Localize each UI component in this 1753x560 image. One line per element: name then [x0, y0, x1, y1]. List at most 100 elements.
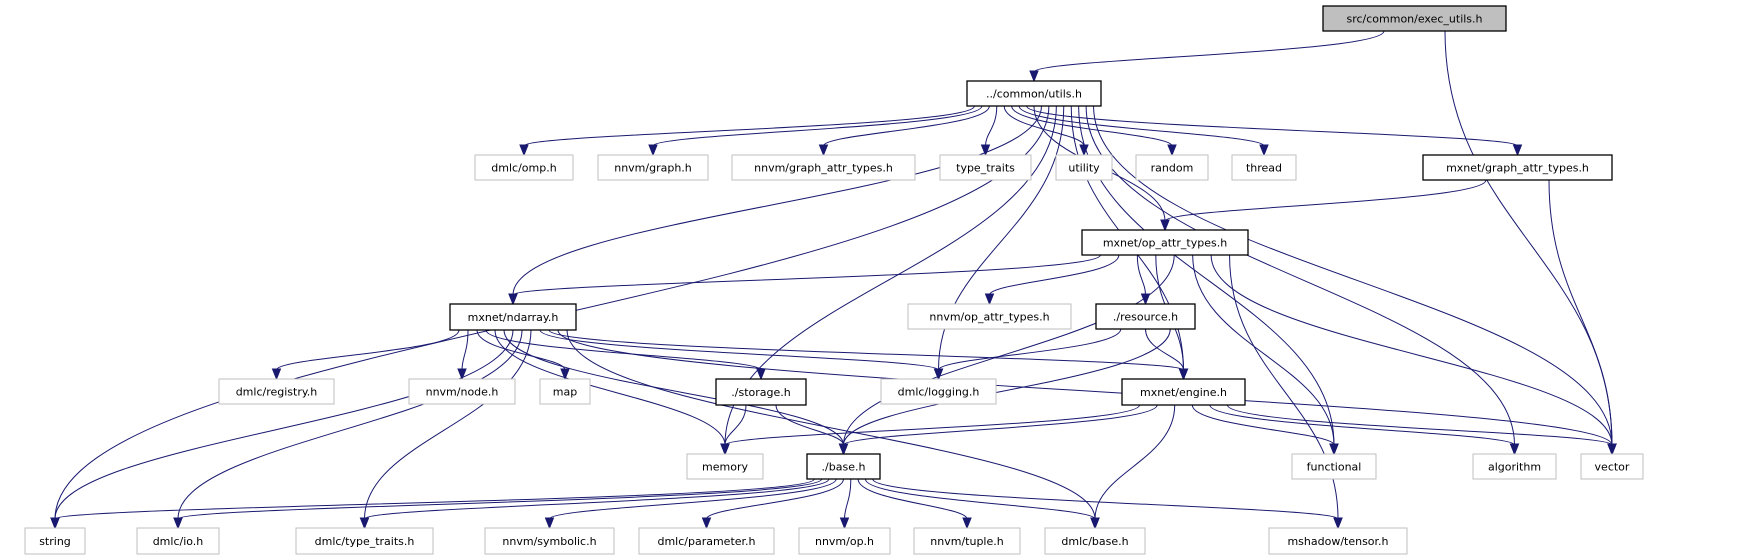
node-map: map [539, 378, 591, 405]
node-label: functional [1307, 461, 1362, 474]
node-string: string [24, 527, 86, 555]
node-dmlc_io: dmlc/io.h [136, 527, 220, 555]
edge-engine-to-functional [1191, 404, 1339, 456]
edge-op_attr-to-tensor [1229, 254, 1343, 530]
arrowhead-icon [720, 443, 730, 456]
node-label: mxnet/graph_attr_types.h [1446, 162, 1589, 175]
arrowhead-icon [962, 517, 972, 530]
node-thread: thread [1231, 154, 1297, 181]
node-label: dmlc/parameter.h [657, 535, 755, 548]
node-label: nnvm/graph_attr_types.h [754, 162, 893, 175]
node-label: dmlc/logging.h [898, 386, 980, 399]
arrowhead-icon [838, 443, 849, 456]
edge-resource-to-logging [933, 328, 1122, 381]
node-label: nnvm/graph.h [614, 162, 692, 175]
node-label: algorithm [1488, 461, 1541, 474]
node-label: dmlc/io.h [153, 535, 204, 548]
edge-resource-to-engine [1145, 328, 1189, 381]
edge-mx_graph_attr-to-vector [1548, 179, 1617, 456]
edge-ndarray-to-storage [485, 329, 766, 381]
arrowhead-icon [1178, 368, 1189, 381]
node-base[interactable]: ./base.h [806, 453, 881, 480]
node-label: mshadow/tensor.h [1287, 535, 1388, 548]
node-label: ./resource.h [1113, 311, 1178, 324]
edge-ndarray-to-node [457, 329, 469, 381]
nodes: src/common/exec_utils.h ../common/utils.h… [24, 5, 1644, 555]
node-label: nnvm/tuple.h [930, 535, 1003, 548]
arrowhead-icon [839, 517, 850, 530]
node-dmlc_tt: dmlc/type_traits.h [295, 527, 434, 555]
edge-engine-to-vector [1226, 404, 1617, 456]
edge-engine-to-algorithm [1209, 404, 1520, 456]
node-utils[interactable]: ../common/utils.h [966, 80, 1102, 107]
arrowhead-icon [701, 517, 712, 530]
edge-base-to-string [50, 478, 815, 530]
node-tuple: nnvm/tuple.h [913, 527, 1021, 555]
arrowhead-icon [818, 144, 829, 157]
node-symbolic: nnvm/symbolic.h [484, 527, 615, 555]
node-nnvm_op_attr: nnvm/op_attr_types.h [907, 303, 1072, 330]
node-label: nnvm/symbolic.h [502, 535, 596, 548]
node-label: memory [702, 461, 748, 474]
node-label: ../common/utils.h [986, 88, 1082, 101]
arrowhead-icon [271, 368, 282, 381]
node-label: random [1151, 162, 1194, 175]
edge-ndarray-to-dmlc_base [566, 329, 1100, 530]
edge-base-to-parameter [701, 478, 844, 530]
edge-utils-to-mx_graph_attr [1026, 105, 1523, 157]
arrowhead-icon [359, 517, 370, 530]
arrowhead-icon [756, 368, 766, 381]
node-tensor: mshadow/tensor.h [1268, 527, 1408, 555]
edge-op_attr-to-ndarray [508, 254, 1101, 306]
node-label: vector [1595, 461, 1630, 474]
edge-utils-to-thread [1018, 105, 1269, 157]
arrowhead-icon [173, 517, 183, 530]
arrowhead-icon [1333, 517, 1343, 530]
arrowhead-icon [933, 368, 944, 381]
node-dmlc_base: dmlc/base.h [1044, 527, 1146, 555]
node-node: nnvm/node.h [408, 378, 516, 405]
edge-base-to-tensor [872, 478, 1343, 530]
edge-utils-to-type_traits [980, 105, 998, 157]
node-parameter: dmlc/parameter.h [638, 527, 775, 555]
node-label: dmlc/base.h [1061, 535, 1128, 548]
node-registry: dmlc/registry.h [218, 378, 335, 405]
node-label: ./storage.h [731, 386, 790, 399]
arrowhead-icon [1607, 443, 1617, 456]
node-label: thread [1246, 162, 1282, 175]
edges [50, 30, 1617, 530]
node-engine[interactable]: mxnet/engine.h [1121, 378, 1246, 406]
edge-op_attr-to-nnvm_op_attr [984, 254, 1120, 306]
edge-mx_graph_attr-to-op_attr [1160, 179, 1487, 232]
arrowhead-icon [457, 368, 467, 381]
node-utility: utility [1055, 154, 1113, 181]
node-mx_graph_attr[interactable]: mxnet/graph_attr_types.h [1422, 154, 1613, 181]
edge-engine-to-dmlc_base [1090, 404, 1176, 530]
node-label: dmlc/omp.h [491, 162, 556, 175]
arrowhead-icon [1509, 443, 1520, 456]
node-label: dmlc/registry.h [236, 386, 318, 399]
arrowhead-icon [560, 368, 570, 381]
edge-ndarray-to-memory [494, 329, 730, 456]
node-dmlc_omp: dmlc/omp.h [474, 154, 574, 181]
node-nnvm_graph: nnvm/graph.h [597, 154, 709, 181]
node-op_attr[interactable]: mxnet/op_attr_types.h [1081, 229, 1249, 256]
edge-engine-to-memory [720, 404, 1141, 456]
arrowhead-icon [1167, 144, 1177, 157]
node-label: nnvm/node.h [426, 386, 499, 399]
edge-ndarray-to-registry [271, 329, 460, 381]
node-label: mxnet/engine.h [1140, 386, 1227, 399]
arrowhead-icon [544, 517, 555, 530]
arrowhead-icon [1079, 144, 1089, 157]
node-label: nnvm/op.h [815, 535, 874, 548]
edge-ndarray-to-string [50, 329, 514, 530]
arrowhead-icon [50, 517, 60, 530]
node-exec_utils[interactable]: src/common/exec_utils.h [1322, 5, 1507, 32]
node-ndarray[interactable]: mxnet/ndarray.h [449, 303, 577, 331]
node-storage[interactable]: ./storage.h [715, 378, 807, 406]
node-logging: dmlc/logging.h [880, 378, 997, 405]
edge-utils-to-nnvm_graph_attr [818, 105, 990, 157]
node-resource[interactable]: ./resource.h [1095, 303, 1196, 330]
node-nnvm_op: nnvm/op.h [798, 527, 891, 555]
